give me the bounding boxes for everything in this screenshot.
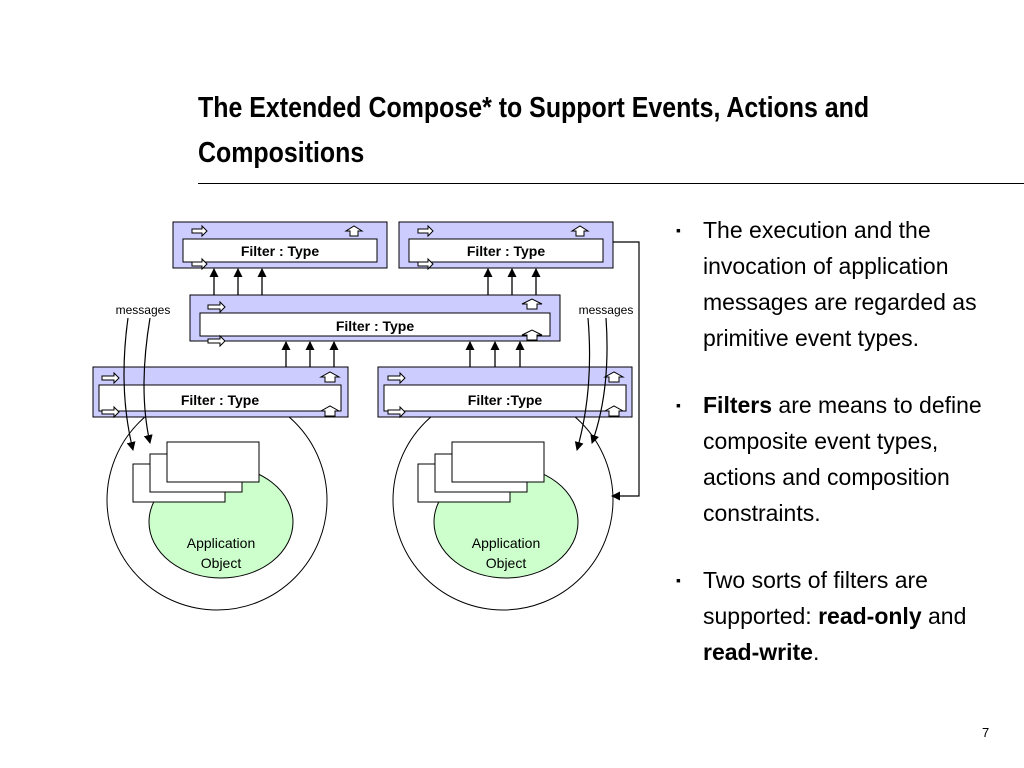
bullet-emphasis: read-only xyxy=(818,603,922,629)
output-port-icon xyxy=(101,405,120,419)
bullet-text: The execution and the invocation of appl… xyxy=(703,212,1016,356)
bullet-text: Two sorts of filters are supported: read… xyxy=(703,562,1016,670)
filter-label: Filter : Type xyxy=(336,318,415,334)
filter-label: Filter : Type xyxy=(181,392,260,408)
filter-bottom-right: Filter :Type xyxy=(377,366,633,418)
dispatch-port-icon xyxy=(521,298,543,310)
application-object-label: Application xyxy=(472,535,541,551)
application-object-label: Object xyxy=(486,555,527,571)
filter-label: Filter : Type xyxy=(467,243,546,259)
dispatch-port-icon xyxy=(344,225,364,237)
output-port-icon xyxy=(417,257,434,271)
filter-top-left: Filter : Type xyxy=(172,221,388,269)
bullet-text-run: Two sorts of filters are supported: xyxy=(703,567,928,629)
input-port-icon xyxy=(417,224,434,238)
application-object-label: Application xyxy=(187,535,256,551)
bullet-text-run: The execution and the invocation of appl… xyxy=(703,217,977,351)
filter-label: Filter : Type xyxy=(241,243,320,259)
input-port-icon xyxy=(387,371,406,385)
output-port-icon xyxy=(191,257,208,271)
input-port-icon xyxy=(191,224,208,238)
dispatch-port-icon xyxy=(603,405,625,417)
bullet-list: ▪ The execution and the invocation of app… xyxy=(676,212,1016,701)
input-port-icon xyxy=(207,300,226,314)
composition-filters-diagram: Application Object Application Object Fi… xyxy=(92,221,640,611)
dispatch-port-icon xyxy=(603,371,625,383)
title-divider xyxy=(198,183,1024,184)
page-number: 7 xyxy=(982,725,990,740)
message-arrows xyxy=(123,241,640,501)
slide-title: The Extended Compose* to Support Events,… xyxy=(198,92,870,169)
filter-label: Filter :Type xyxy=(468,392,543,408)
filter-bottom-left: Filter : Type xyxy=(92,366,349,418)
filter-port-icons xyxy=(101,224,625,419)
bullet-text: Filters are means to define composite ev… xyxy=(703,387,1016,531)
input-port-icon xyxy=(101,371,120,385)
filter-top-right: Filter : Type xyxy=(398,221,614,269)
bullet-text-run: are means to define composite event type… xyxy=(703,392,982,526)
application-object-label: Object xyxy=(201,555,242,571)
bullet-text-run: . xyxy=(812,639,820,665)
event-flow-arrows xyxy=(209,268,541,367)
messages-label-left: messages xyxy=(116,303,171,317)
message-stack-right xyxy=(417,441,545,503)
dispatch-port-icon xyxy=(570,225,590,237)
bullet-item: ▪ The execution and the invocation of app… xyxy=(676,212,1016,356)
dispatch-port-icon xyxy=(521,329,543,341)
message-stack-left xyxy=(132,441,260,503)
bullet-marker-icon: ▪ xyxy=(676,222,681,238)
dispatch-port-icon xyxy=(319,371,341,383)
bullet-marker-icon: ▪ xyxy=(676,572,681,588)
bullet-marker-icon: ▪ xyxy=(676,397,681,413)
bullet-item: ▪ Filters are means to define composite e… xyxy=(676,387,1016,531)
filter-middle: Filter : Type xyxy=(189,294,561,342)
bullet-emphasis: Filters xyxy=(703,392,773,418)
output-port-icon xyxy=(207,334,226,348)
bullet-emphasis: read-write xyxy=(703,639,813,665)
output-port-icon xyxy=(387,405,406,419)
dispatch-port-icon xyxy=(319,405,341,417)
bullet-item: ▪ Two sorts of filters are supported: rea… xyxy=(676,562,1016,670)
bullet-text-run: and xyxy=(921,603,967,629)
messages-label-right: messages xyxy=(579,303,634,317)
